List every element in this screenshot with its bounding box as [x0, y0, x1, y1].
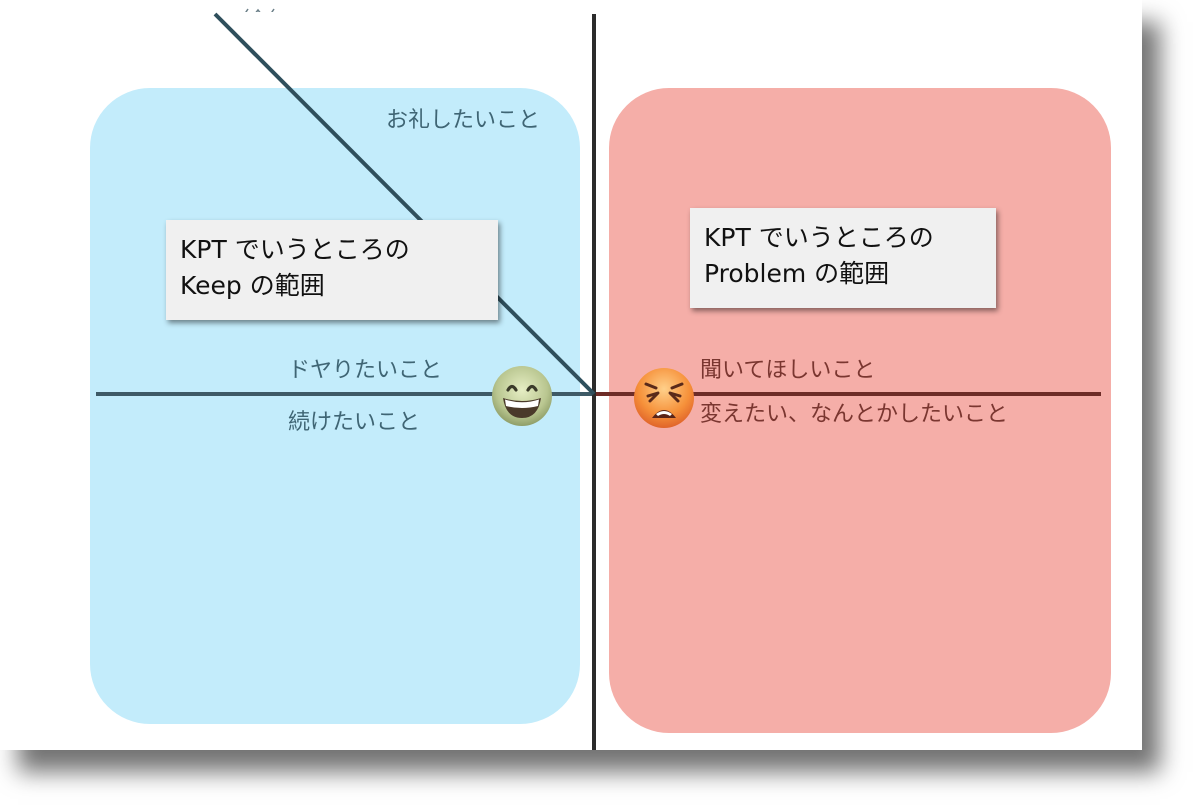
diagonal-line — [213, 12, 596, 396]
keep-upper-label: ドヤりたいこと — [288, 358, 443, 383]
keep-card-line2: Keep の範囲 — [180, 271, 325, 300]
cropped-top-fragment — [240, 2, 294, 12]
grinning-face-icon — [492, 366, 552, 426]
keep-lower-label: 続けたいこと — [288, 410, 421, 435]
problem-card: KPT でいうところの Problem の範囲 — [690, 208, 996, 308]
weary-face-icon — [634, 368, 694, 428]
diagram-canvas: お礼したいこと KPT でいうところの Keep の範囲 KPT でいうところの… — [90, 2, 1111, 750]
problem-panel — [609, 88, 1111, 733]
problem-card-line2: Problem の範囲 — [704, 259, 890, 288]
axes-lines — [96, 12, 1101, 750]
problem-upper-label: 聞いてほしいこと — [700, 358, 876, 383]
problem-card-line1: KPT でいうところの — [704, 223, 934, 252]
problem-lower-label: 変えたい、なんとかしたいこと — [700, 402, 1009, 427]
keep-card: KPT でいうところの Keep の範囲 — [166, 220, 498, 320]
keep-top-label: お礼したいこと — [386, 108, 541, 133]
keep-card-line1: KPT でいうところの — [180, 235, 410, 264]
